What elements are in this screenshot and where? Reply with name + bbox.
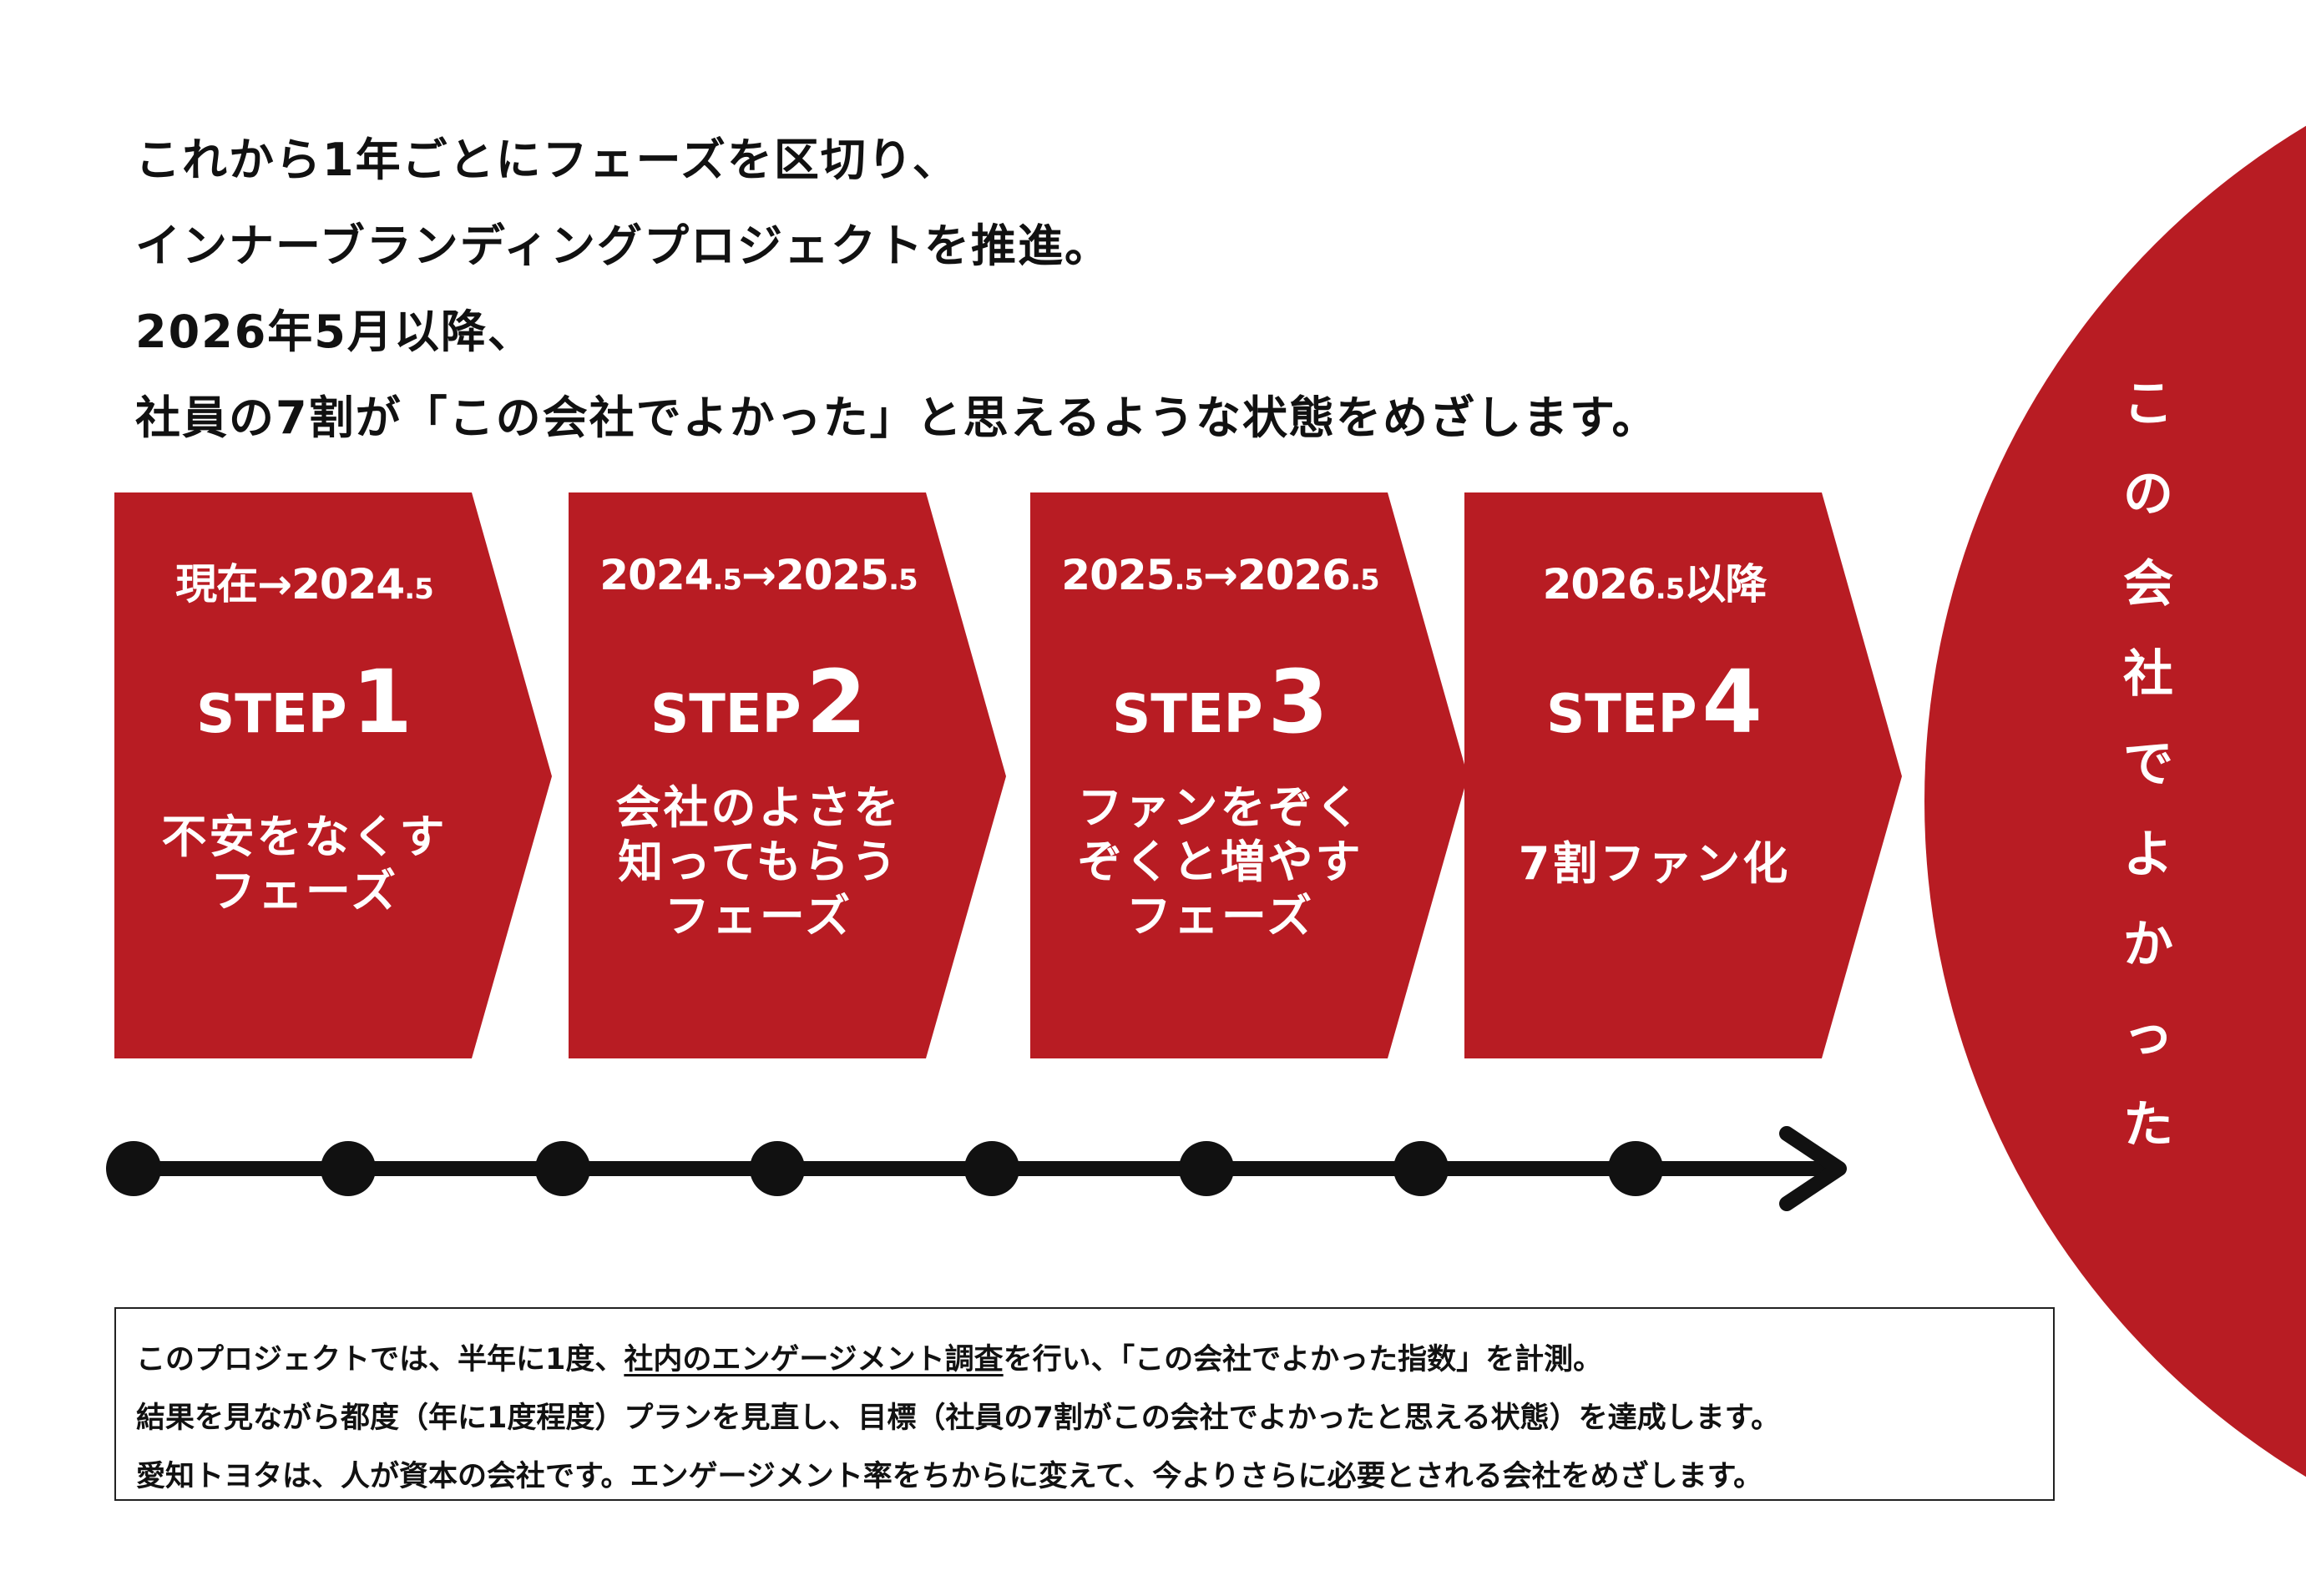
step-3-chevron: [1030, 492, 1468, 1058]
step-label: STEP2: [650, 651, 867, 753]
step-3: 2025.5→2026.5 STEP3 ファンをぞく ぞくと増やす フェーズ: [1030, 492, 1410, 1058]
timeline-dot: [535, 1141, 590, 1196]
step-period: 2025.5→2026.5: [1061, 551, 1379, 599]
step-label: STEP1: [196, 651, 412, 753]
step-period: 2026.5以降: [1542, 560, 1767, 609]
timeline-dot: [106, 1141, 161, 1196]
goal-char: た: [2123, 1096, 2173, 1154]
goal-char: 会: [2123, 555, 2173, 614]
timeline-arrowhead: [1779, 1126, 1847, 1211]
step-label: STEP4: [1546, 651, 1762, 753]
note-box: このプロジェクトでは、半年に1度、社内のエンゲージメント調査を行い、「この会社で…: [114, 1307, 2055, 1501]
goal-semicircle: [1924, 126, 2306, 1477]
note-line-3: 愛知トヨタは、人が資本の会社です。エンゲージメント率をちからに変えて、今よりさら…: [136, 1460, 1763, 1493]
note-line-1: このプロジェクトでは、半年に1度、社内のエンゲージメント調査を行い、「この会社で…: [136, 1343, 1603, 1376]
step-description: 不安をなくす フェーズ: [161, 811, 448, 917]
step-description: 7割ファン化: [1518, 837, 1791, 890]
headline-line-4: 社員の7割が「この会社でよかった」と思えるような状態をめざします。: [135, 391, 1659, 444]
goal-char: っ: [2123, 1006, 2173, 1064]
goal-vertical-text: こ の 会 社 で よ か っ た: [2116, 359, 2180, 1170]
step-description: ファンをぞく ぞくと増やす フェーズ: [1077, 781, 1363, 942]
step-description: 会社のよさを 知ってもらう フェーズ: [615, 781, 902, 942]
timeline-dots: [106, 1141, 1663, 1196]
headline: これから1年ごとにフェーズを区切り、 インナーブランディングプロジェクトを推進。…: [135, 117, 1659, 461]
goal-char: こ: [2123, 375, 2173, 433]
step-2-chevron: [569, 492, 1006, 1058]
step-1: 現在→2024.5 STEP1 不安をなくす フェーズ: [114, 492, 494, 1058]
step-period: 2024.5→2025.5: [599, 551, 918, 599]
timeline-dot: [321, 1141, 376, 1196]
timeline-dot: [1393, 1141, 1449, 1196]
step-1-chevron: [114, 492, 552, 1058]
headline-line-2: インナーブランディングプロジェクトを推進。: [135, 220, 1111, 272]
step-period: 現在→2024.5: [175, 560, 434, 609]
timeline-dot: [964, 1141, 1019, 1196]
goal-char: の: [2123, 465, 2173, 523]
step-4-chevron: [1464, 492, 1902, 1058]
note-line-2: 結果を見ながら都度（年に1度程度）プランを見直し、目標（社員の7割がこの会社でよ…: [136, 1402, 1781, 1435]
timeline-dot: [1608, 1141, 1663, 1196]
goal-char: 社: [2123, 645, 2173, 704]
note-underlined-term: 社内のエンゲージメント調査: [624, 1343, 1004, 1376]
step-2: 2024.5→2025.5 STEP2 会社のよさを 知ってもらう フェーズ: [569, 492, 948, 1058]
headline-line-1: これから1年ごとにフェーズを区切り、: [135, 134, 959, 186]
timeline-dot: [750, 1141, 805, 1196]
headline-line-3: 2026年5月以降、: [135, 306, 534, 358]
step-4: 2026.5以降 STEP4 7割ファン化: [1464, 492, 1844, 1058]
goal-char: で: [2123, 735, 2173, 794]
step-label: STEP3: [1112, 651, 1328, 753]
goal-char: か: [2123, 916, 2173, 974]
goal-char: よ: [2123, 826, 2173, 884]
timeline-dot: [1179, 1141, 1234, 1196]
